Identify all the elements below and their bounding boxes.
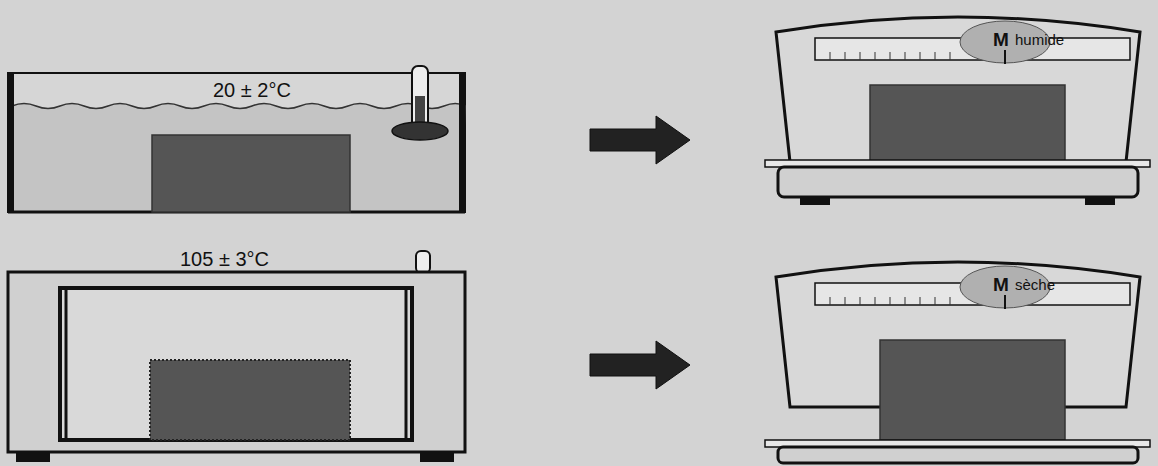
balance-node: Msèche xyxy=(765,255,1153,465)
temperature-label: 20 ± 2°C xyxy=(213,79,291,101)
water-bath xyxy=(8,73,465,212)
oven xyxy=(8,251,465,462)
balance-dry xyxy=(765,262,1150,463)
oven-node: 105 ± 3°C xyxy=(8,248,465,455)
water-bath-node: 20 ± 2°C xyxy=(8,73,465,212)
mass-symbol: M xyxy=(993,30,1009,51)
specimen xyxy=(152,135,350,212)
mass-subscript: humide xyxy=(1015,32,1064,49)
block-arrow xyxy=(590,116,690,164)
balance-wet xyxy=(765,17,1150,205)
balance-node: Mhumide xyxy=(765,10,1153,205)
mass-subscript: sèche xyxy=(1015,277,1055,294)
dried-specimen xyxy=(150,360,350,440)
temperature-label: 105 ± 3°C xyxy=(180,248,269,270)
thermometer xyxy=(392,66,448,140)
block-arrow xyxy=(590,341,690,389)
mass-symbol: M xyxy=(993,275,1009,296)
